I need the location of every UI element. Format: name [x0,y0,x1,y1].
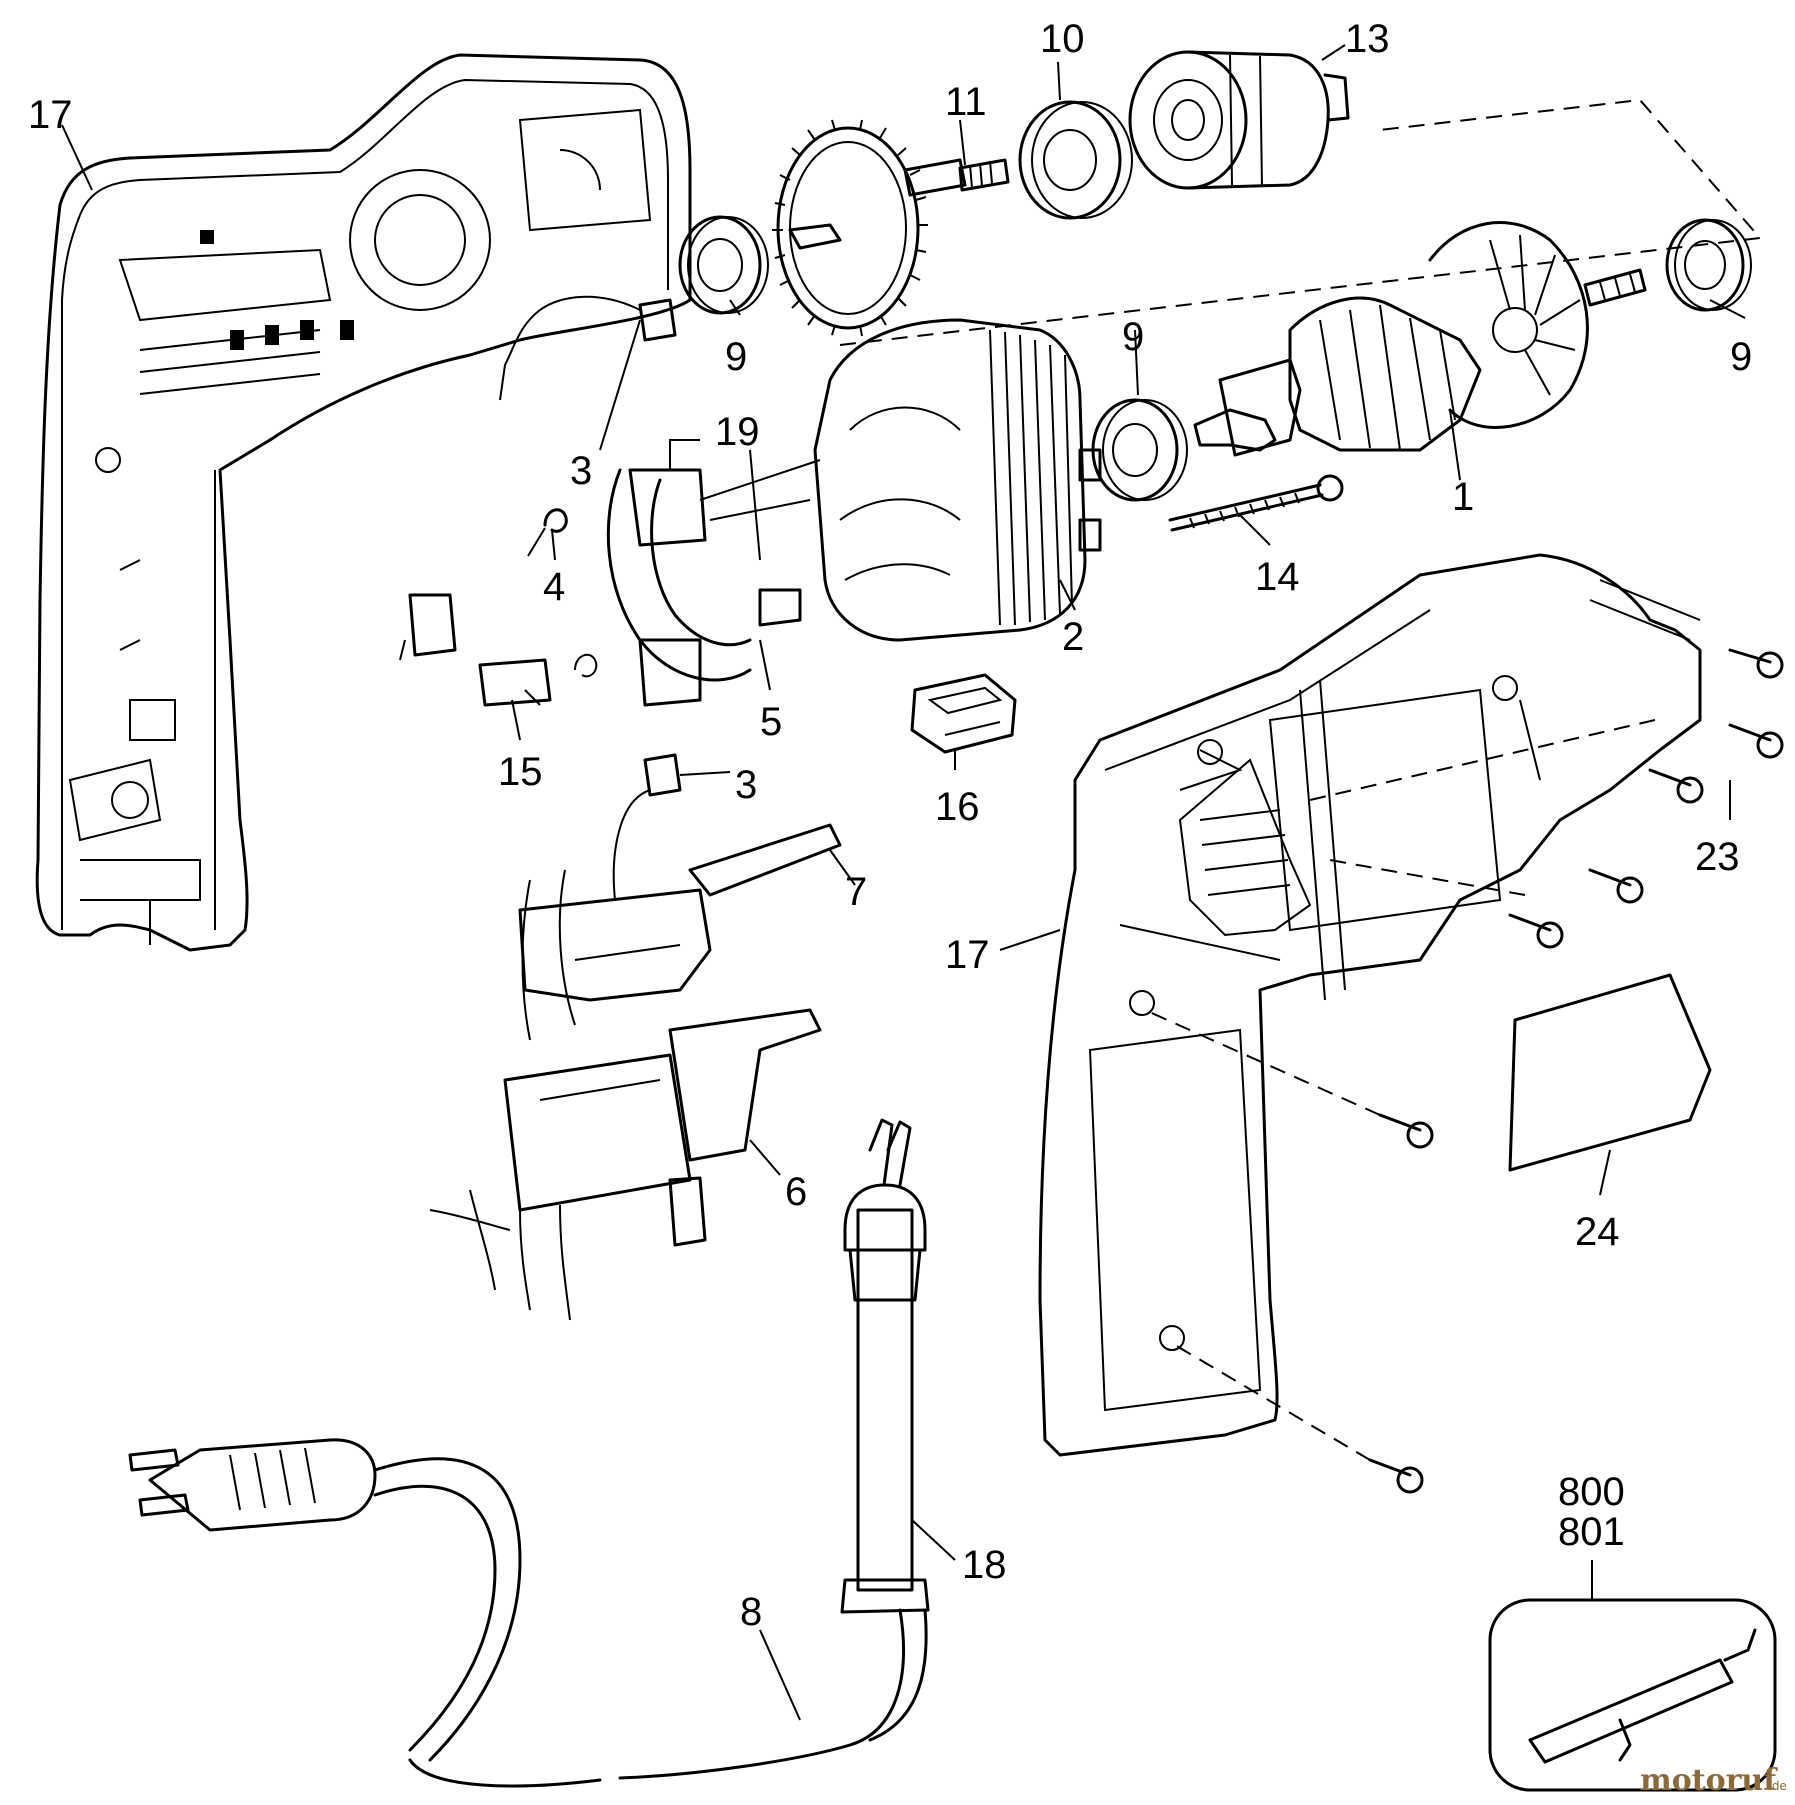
callout-13: 13 [1345,17,1390,61]
carbon-brush-lower [612,753,682,901]
watermark-suffix: .de [1768,1779,1787,1793]
callout-9a: 9 [725,335,747,379]
callout-23: 23 [1695,835,1740,879]
clip-parts [399,593,598,707]
callout-800: 800 [1558,1470,1625,1514]
bearing-9-right [1665,218,1752,312]
brush-holder [606,439,821,707]
callout-3a: 3 [570,449,592,493]
bearing-9-middle [1091,398,1188,502]
callout-9b: 9 [1122,315,1144,359]
left-housing-half [35,53,692,952]
carbon-brush-upper [499,295,677,401]
callout-5: 5 [760,700,782,744]
nameplate-label [1508,973,1712,1172]
callout-labels: 17 3 19 4 15 5 2 14 1 9 9 9 11 10 13 16 … [28,17,1752,1634]
callout-7: 7 [845,870,867,914]
long-screw [1168,474,1344,532]
callout-18: 18 [962,1543,1007,1587]
callout-8: 8 [740,1590,762,1634]
assembly-line-upper [839,98,1762,346]
chuck [1128,50,1350,190]
callout-24: 24 [1575,1210,1620,1254]
watermark: motoruf .de [1640,1763,1787,1798]
callout-15: 15 [498,750,543,794]
callout-17a: 17 [28,93,73,137]
callout-801: 801 [1558,1510,1625,1554]
switch-assembly [429,823,842,1321]
field-stator [813,318,1102,642]
bearing-9-left [678,215,769,315]
armature [1193,221,1647,457]
watermark-text: motoruf [1640,1763,1778,1798]
leader-lines [61,44,1746,1721]
brush-spring [527,508,568,557]
callout-19: 19 [715,410,760,454]
callout-14: 14 [1255,555,1300,599]
callout-17b: 17 [945,933,990,977]
bearing-10 [1018,100,1133,220]
kit-box [1488,1598,1777,1792]
power-cord [128,1118,930,1788]
callout-16: 16 [935,785,980,829]
gear-spindle [772,119,1010,337]
callout-10: 10 [1040,17,1085,61]
callout-6: 6 [785,1170,807,1214]
callout-1: 1 [1452,475,1474,519]
callout-2: 2 [1062,615,1084,659]
callout-4: 4 [543,565,565,609]
lock-button [910,673,1017,754]
assembly-lines-housing [1144,719,1656,1461]
housing-screws [1368,648,1784,1494]
callout-11: 11 [945,80,987,124]
right-housing-half [1038,553,1702,1457]
callout-3b: 3 [735,763,757,807]
callout-9c: 9 [1730,335,1752,379]
